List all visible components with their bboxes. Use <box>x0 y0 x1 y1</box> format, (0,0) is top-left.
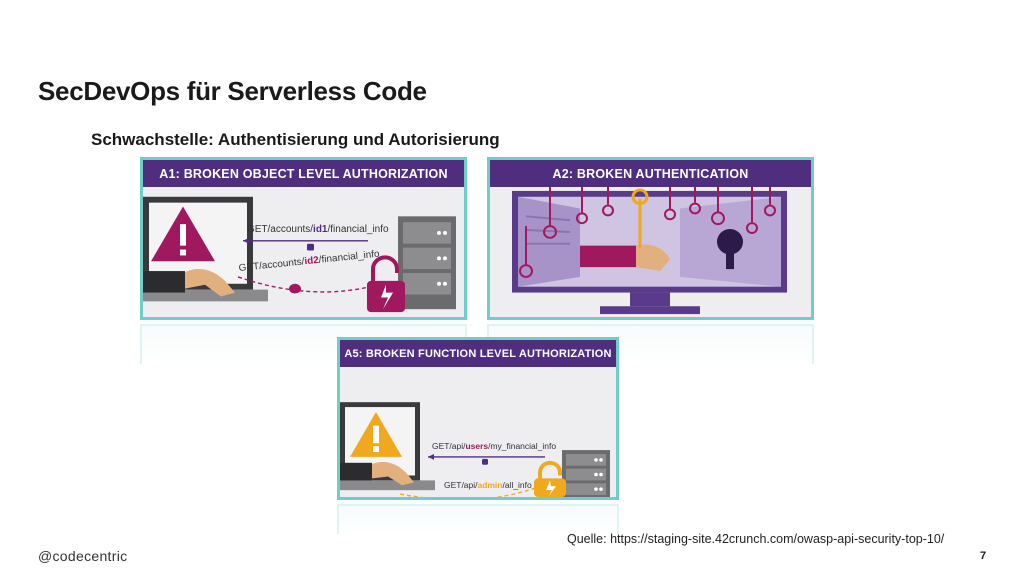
a1-request-id1: GET/accounts/id1/financial_info <box>247 224 389 235</box>
hand-icon <box>143 268 235 297</box>
card-a5-reflection <box>337 504 619 534</box>
keyhole-icon <box>717 229 743 270</box>
card-a1-illustration: GET/accounts/id1/financial_info GET/acco… <box>143 187 464 317</box>
card-a2-broken-authentication: A2: BROKEN AUTHENTICATION <box>487 157 814 320</box>
a5-request-users: GET/api/users/my_financial_info <box>432 441 556 451</box>
broken-lock-icon <box>367 255 405 313</box>
hanging-keys-icon <box>519 187 776 278</box>
card-a2-header: A2: BROKEN AUTHENTICATION <box>490 160 811 187</box>
slide-subtitle: Schwachstelle: Authentisierung und Autor… <box>91 130 500 149</box>
server-icon <box>562 450 610 497</box>
card-a1-header: A1: BROKEN OBJECT LEVEL AUTHORIZATION <box>143 160 464 187</box>
page-number: 7 <box>980 550 987 562</box>
source-citation: Quelle: https://staging-site.42crunch.co… <box>567 532 945 546</box>
slide-title: SecDevOps für Serverless Code <box>38 76 427 106</box>
card-a2-illustration <box>490 187 811 317</box>
card-a5-header: A5: BROKEN FUNCTION LEVEL AUTHORIZATION <box>340 340 616 367</box>
a5-request-admin: GET/api/admin/all_info <box>444 480 532 490</box>
card-a1-broken-object-level-authorization: A1: BROKEN OBJECT LEVEL AUTHORIZATION <box>140 157 467 320</box>
hand-icon <box>340 461 414 486</box>
card-a5-illustration: GET/api/users/my_financial_info GET/api/… <box>340 367 616 497</box>
hand-with-key-icon <box>580 188 670 272</box>
card-a5-broken-function-level-authorization: A5: BROKEN FUNCTION LEVEL AUTHORIZATION <box>337 337 619 500</box>
server-icon <box>398 216 456 310</box>
broken-lock-icon <box>534 460 566 497</box>
warning-icon <box>350 411 402 457</box>
brand-logo: @codecentric <box>38 548 128 564</box>
warning-icon <box>151 206 215 262</box>
